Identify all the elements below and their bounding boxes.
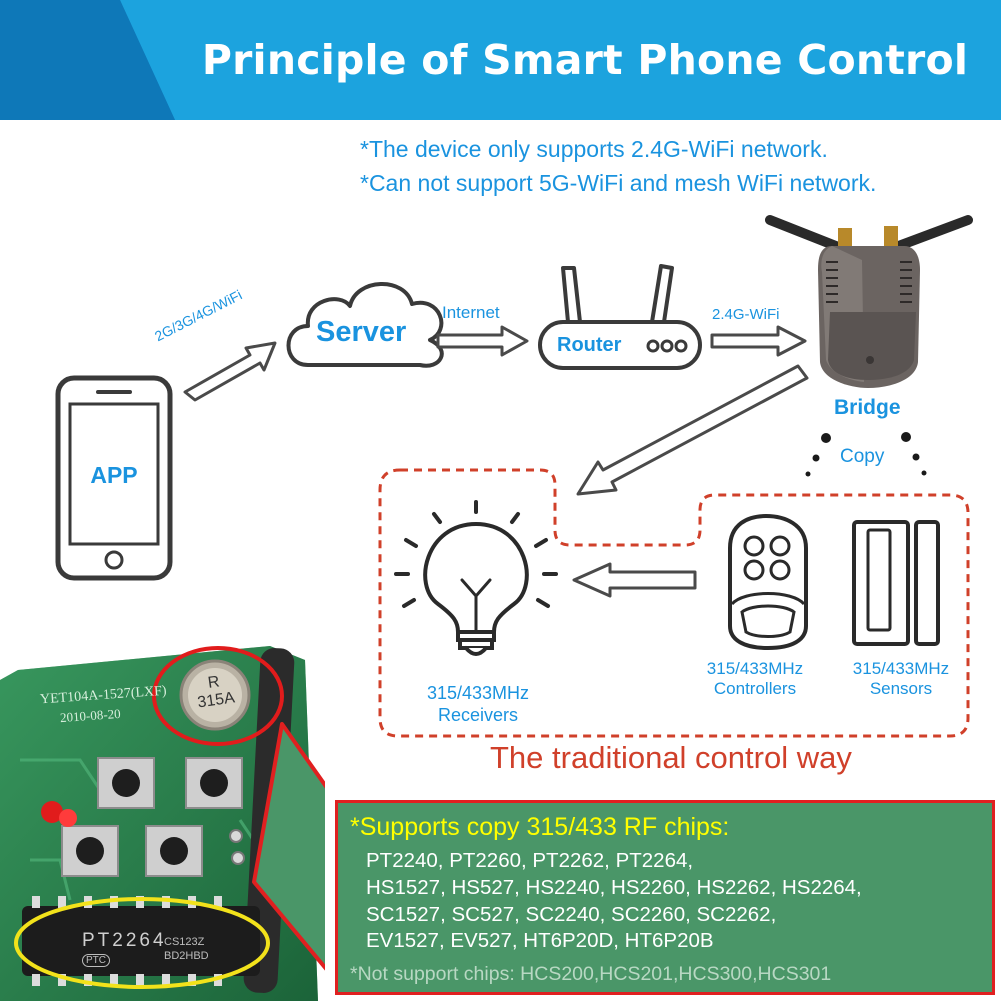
router-icon [538, 264, 702, 370]
page-title: Principle of Smart Phone Control [201, 36, 969, 84]
traditional-control-label: The traditional control way [490, 740, 852, 775]
callout-arrow-icon [252, 722, 325, 971]
chip-list-line-4: EV1527, EV527, HT6P20D, HT6P20B [366, 929, 714, 952]
light-bulb-icon [394, 500, 558, 656]
copy-indicator-icon [805, 432, 927, 477]
sensors-label-line-2: Sensors [869, 679, 933, 698]
controllers-label: 315/433MHz Controllers [690, 659, 820, 699]
copy-label: Copy [840, 446, 885, 467]
chip-list-line-1: PT2240, PT2260, PT2262, PT2264, [366, 849, 694, 872]
arrow-server-router-icon [436, 325, 529, 357]
receivers-label: 315/433MHz Receivers [404, 682, 552, 726]
arrow-router-bridge-icon [710, 325, 807, 357]
link-server-router-label: Internet [442, 303, 500, 322]
unsupported-chips-note: *Not support chips: HCS200,HCS201,HCS300… [350, 963, 832, 985]
sensors-label-line-1: 315/433MHz [852, 659, 950, 678]
control-diagram [55, 215, 973, 738]
remote-controller-icon [728, 513, 808, 651]
traditional-control-outline [378, 468, 970, 738]
supported-chips-title: *Supports copy 315/433 RF chips: [350, 813, 730, 841]
chip-marking-line-3: BD2HBD [164, 950, 209, 962]
chip-list-line-2: HS1527, HS527, HS2240, HS2260, HS2262, H… [366, 876, 862, 899]
sensors-label: 315/433MHz Sensors [836, 659, 966, 699]
cloud-icon [286, 282, 444, 368]
controllers-label-line-2: Controllers [713, 679, 797, 698]
crystal-highlight-ring [152, 646, 284, 746]
chip-list-line-3: SC1527, SC527, SC2240, SC2260, SC2262, [366, 903, 777, 926]
bridge-device-icon [765, 215, 973, 388]
link-router-bridge-label: 2.4G-WiFi [712, 306, 780, 323]
phone-app-label: APP [90, 462, 138, 488]
chip-marking-line-2: CS123Z [164, 936, 205, 948]
arrow-phone-server-icon [183, 341, 277, 402]
server-label: Server [316, 316, 407, 348]
controllers-label-line-1: 315/433MHz [706, 659, 804, 678]
wifi-note-1: *The device only supports 2.4G-WiFi netw… [360, 136, 828, 162]
crystal-marking: R 315A [190, 671, 241, 713]
chip-logo: PTC [82, 954, 110, 967]
chip-marking-main: PT2264 [82, 930, 167, 951]
arrow-bridge-receiver-icon [576, 364, 809, 496]
receivers-label-line-2: Receivers [437, 705, 519, 725]
door-sensor-icon [852, 520, 940, 646]
bridge-label: Bridge [834, 396, 901, 419]
supported-chips-box: *Supports copy 315/433 RF chips: PT2240,… [335, 800, 995, 995]
chip-highlight-ring [14, 897, 270, 989]
pcb-board-image [0, 646, 325, 1001]
router-label: Router [557, 334, 622, 356]
receivers-label-line-1: 315/433MHz [426, 683, 530, 703]
arrow-controller-bulb-icon [572, 562, 697, 598]
smartphone-icon [55, 375, 173, 581]
header-banner [0, 0, 1001, 120]
wifi-note-2: *Can not support 5G-WiFi and mesh WiFi n… [360, 170, 877, 196]
